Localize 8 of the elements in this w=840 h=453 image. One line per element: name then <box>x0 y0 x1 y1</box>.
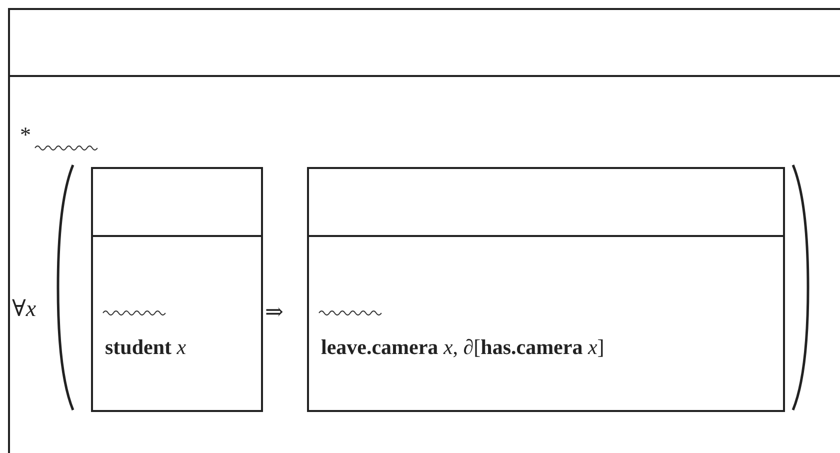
implication-symbol: ⇒ <box>265 299 284 325</box>
star-mark: * <box>20 122 31 148</box>
quantifier: ∀x <box>12 296 36 322</box>
condition-box <box>91 167 263 412</box>
outer-box <box>8 8 840 453</box>
condition-text: leave.camera x, ∂[has.camera x] <box>321 335 604 360</box>
condition-text: student x <box>105 335 186 360</box>
condition-box <box>307 167 785 412</box>
